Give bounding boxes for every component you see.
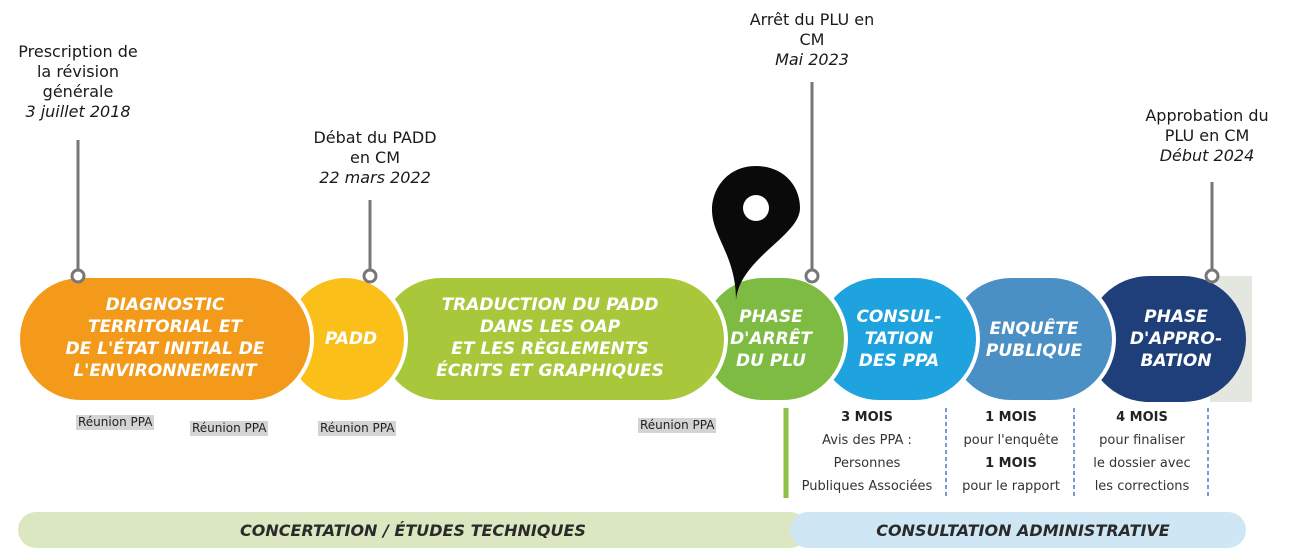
duration-line: Avis des PPA : <box>822 433 912 448</box>
milestone-text: Prescription de <box>18 42 138 61</box>
stage-line: PHASE <box>1144 307 1208 327</box>
stage-line: TERRITORIAL ET <box>87 317 243 337</box>
duration-line: 3 MOIS <box>841 410 893 425</box>
milestone-text: Arrêt du PLU en <box>749 10 875 29</box>
stage-padd: PADD <box>296 328 406 350</box>
milestone-arret-plu: Arrêt du PLU en CM Mai 2023 <box>722 10 902 70</box>
stem-dot-approbation <box>1204 268 1220 284</box>
duration-line: les corrections <box>1094 479 1190 494</box>
duration-consultation: 3 MOIS Avis des PPA : Personnes Publique… <box>790 406 944 498</box>
stage-line: ET LES RÈGLEMENTS <box>451 339 649 359</box>
stage-line: DU PLU <box>735 351 806 371</box>
duration-approbation: 4 MOIS pour finaliser le dossier avec le… <box>1078 406 1206 498</box>
stage-line: DE L'ÉTAT INITIAL DE <box>65 339 265 359</box>
milestone-approbation: Approbation du PLU en CM Début 2024 <box>1122 106 1292 166</box>
location-pin-icon <box>712 166 800 300</box>
milestone-text: Approbation du <box>1145 106 1269 125</box>
consultation-bar <box>790 512 1246 548</box>
stage-diagnostic: DIAGNOSTIC TERRITORIAL ET DE L'ÉTAT INIT… <box>30 294 300 382</box>
stage-consultation: CONSUL- TATION DES PPA <box>836 306 962 372</box>
stem-dot-prescription <box>70 268 86 284</box>
stem-dot-arret <box>804 268 820 284</box>
stage-approbation: PHASE D'APPRO- BATION <box>1118 306 1234 372</box>
duration-line: le dossier avec <box>1093 456 1191 471</box>
stage-traduction: TRADUCTION DU PADD DANS LES OAP ET LES R… <box>400 294 700 382</box>
milestone-text: PLU en CM <box>1164 126 1250 145</box>
stage-line: PADD <box>324 329 378 349</box>
milestone-date: Mai 2023 <box>775 50 849 69</box>
reunion-ppa-tag: Réunion PPA <box>318 421 397 436</box>
stage-line: ENQUÊTE <box>989 319 1079 339</box>
milestone-text: Débat du PADD <box>313 128 437 147</box>
milestone-prescription: Prescription de la révision générale 3 j… <box>0 42 156 122</box>
stage-line: L'ENVIRONNEMENT <box>73 361 257 381</box>
milestone-date: Début 2024 <box>1159 146 1255 165</box>
reunion-ppa-tag: Réunion PPA <box>76 415 155 430</box>
stage-line: DIAGNOSTIC <box>105 295 225 315</box>
milestone-text: la révision <box>36 62 120 81</box>
stage-line: D'ARRÊT <box>730 329 812 349</box>
milestone-debat-padd: Débat du PADD en CM 22 mars 2022 <box>290 128 460 188</box>
duration-line: pour l'enquête <box>963 433 1059 448</box>
stage-enquete: ENQUÊTE PUBLIQUE <box>972 318 1096 362</box>
stage-line: DANS LES OAP <box>479 317 621 337</box>
milestone-text: générale <box>42 82 114 101</box>
concertation-bar <box>18 512 808 548</box>
milestone-date: 22 mars 2022 <box>319 168 431 187</box>
milestone-date: 3 juillet 2018 <box>25 102 131 121</box>
duration-line: pour le rapport <box>962 479 1060 494</box>
stage-line: TATION <box>864 329 934 349</box>
stem-dot-padd <box>362 268 378 284</box>
stage-line: D'APPRO- <box>1129 329 1223 349</box>
consultation-label: CONSULTATION ADMINISTRATIVE <box>876 521 1170 540</box>
stage-arret: PHASE D'ARRÊT DU PLU <box>716 306 826 372</box>
duration-enquete: 1 MOIS pour l'enquête 1 MOIS pour le rap… <box>950 406 1072 498</box>
milestone-text: CM <box>799 30 825 49</box>
duration-line: Publiques Associées <box>801 479 933 494</box>
stage-line: PHASE <box>739 307 803 327</box>
concertation-label: CONCERTATION / ÉTUDES TECHNIQUES <box>240 521 586 540</box>
reunion-ppa-tag: Réunion PPA <box>190 421 269 436</box>
milestone-text: en CM <box>349 148 401 167</box>
duration-line: 1 MOIS <box>985 456 1037 471</box>
stage-line: TRADUCTION DU PADD <box>441 295 659 315</box>
stage-line: CONSUL- <box>856 307 942 327</box>
stage-line: PUBLIQUE <box>985 341 1083 361</box>
milestone-stems <box>70 82 1220 284</box>
stage-shape-diagnostic <box>16 274 314 404</box>
duration-line: 4 MOIS <box>1116 410 1168 425</box>
stage-line: ÉCRITS ET GRAPHIQUES <box>436 361 664 381</box>
stage-line: BATION <box>1140 351 1212 371</box>
stage-line: DES PPA <box>858 351 940 371</box>
duration-line: Personnes <box>833 456 901 471</box>
stage-shape-approbation <box>1086 276 1246 402</box>
duration-line: pour finaliser <box>1099 433 1185 448</box>
duration-line: 1 MOIS <box>985 410 1037 425</box>
reunion-ppa-tag: Réunion PPA <box>638 418 717 433</box>
